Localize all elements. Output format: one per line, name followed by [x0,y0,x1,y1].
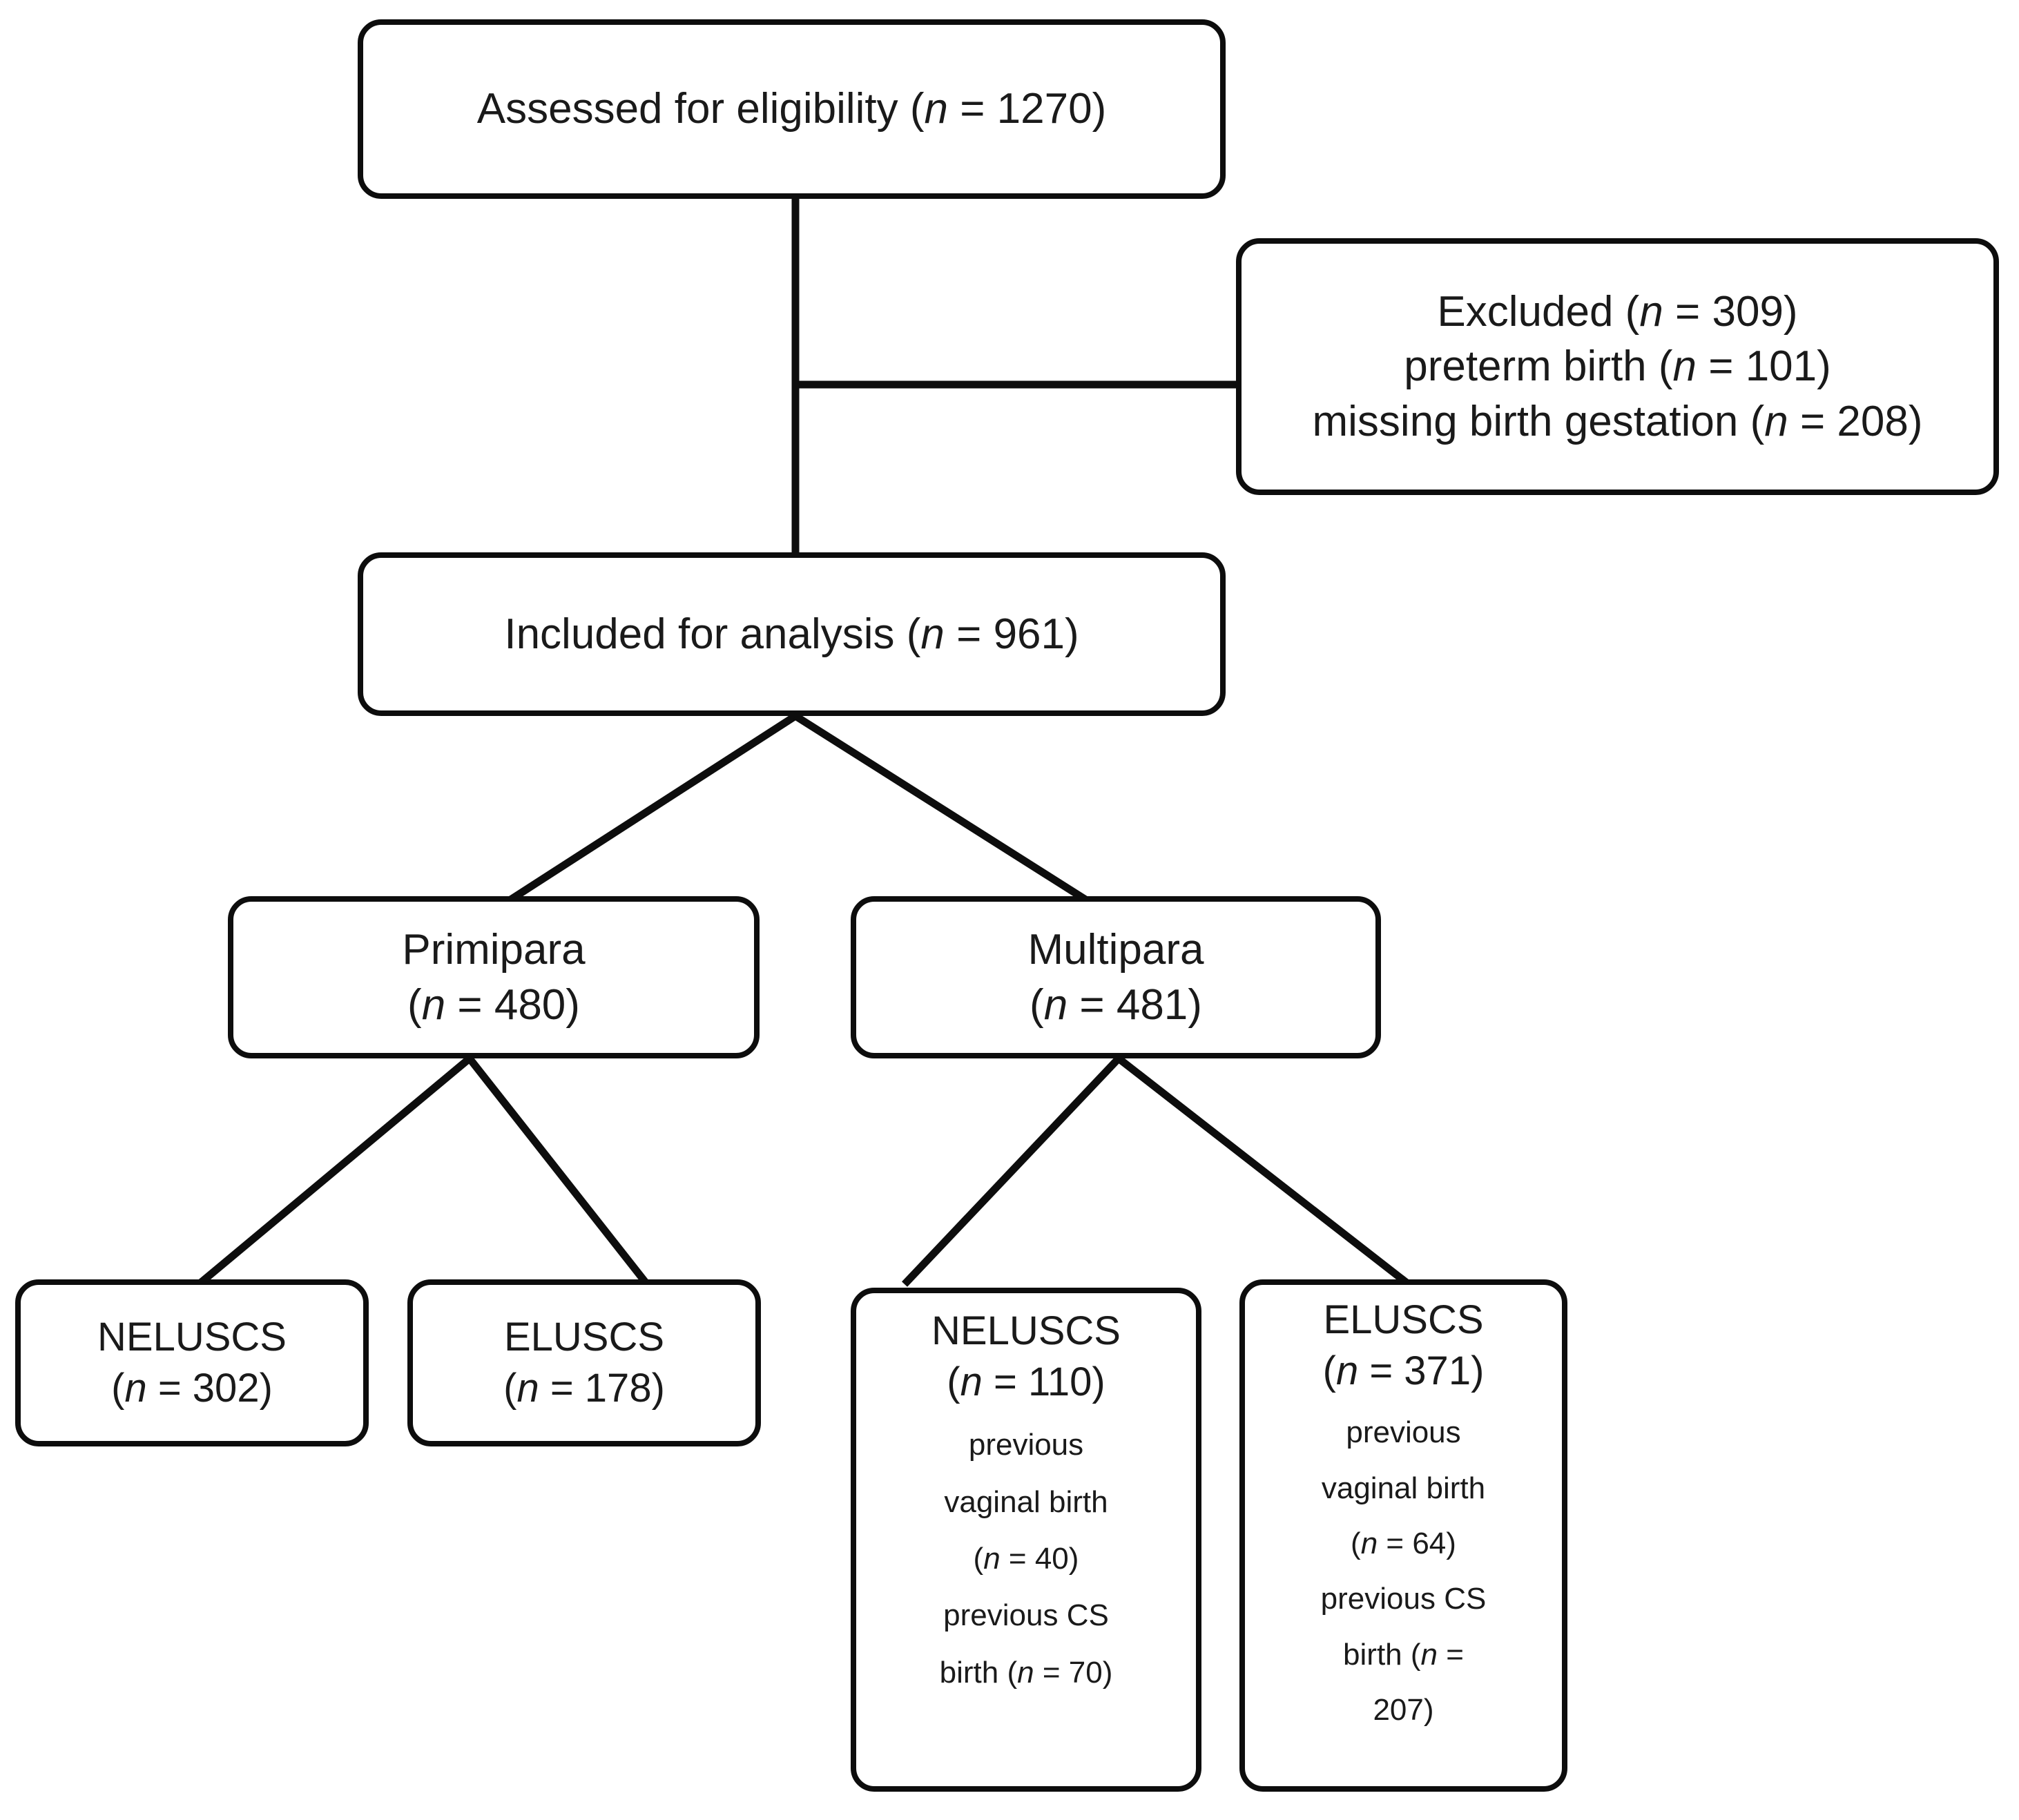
node-multipara-eluscs-line-3: vaginal birth [1321,1471,1486,1505]
node-primipara-eluscs-line-1: (n = 178) [503,1366,665,1411]
node-multipara-eluscs-line-6: birth (n = [1343,1637,1464,1672]
node-assessed-for-eligibility[interactable]: Assessed for eligibility (n = 1270) [358,19,1226,199]
connector-multipara-to-eluscs [1116,1055,1411,1288]
node-primipara-eluscs[interactable]: ELUSCS (n = 178) [407,1279,761,1446]
node-excluded[interactable]: Excluded (n = 309) preterm birth (n = 10… [1236,238,1999,495]
node-multipara-line-0: Multipara [1027,926,1204,974]
node-multipara-neluscs-line-0: NELUSCS [931,1308,1121,1353]
node-multipara-neluscs-line-1: (n = 110) [947,1359,1105,1405]
connector-included-to-primipara [500,713,798,909]
node-multipara-neluscs-line-4: (n = 40) [973,1542,1079,1576]
node-multipara-line-1: (n = 481) [1030,980,1202,1029]
node-included-for-analysis[interactable]: Included for analysis (n = 961) [358,552,1226,716]
node-primipara-line-1: (n = 480) [407,980,580,1029]
node-multipara-neluscs[interactable]: NELUSCS (n = 110) previous vaginal birth… [851,1288,1201,1792]
node-included-line-0: Included for analysis (n = 961) [504,610,1079,658]
node-multipara-eluscs-line-1: (n = 371) [1322,1348,1485,1394]
node-multipara-neluscs-line-6: birth (n = 70) [939,1655,1113,1690]
node-primipara-neluscs[interactable]: NELUSCS (n = 302) [15,1279,369,1446]
node-primipara-line-0: Primipara [402,926,586,974]
node-multipara-eluscs-line-2: previous [1346,1415,1461,1450]
node-multipara-neluscs-line-2: previous [968,1428,1084,1462]
node-multipara-neluscs-line-5: previous CS [943,1598,1109,1633]
node-multipara-eluscs-line-7: 207) [1373,1693,1434,1727]
node-excluded-line-2: missing birth gestation (n = 208) [1312,397,1923,445]
connector-multipara-to-neluscs [902,1056,1121,1287]
node-primipara-eluscs-line-0: ELUSCS [503,1314,665,1359]
node-excluded-line-1: preterm birth (n = 101) [1404,342,1831,391]
node-multipara[interactable]: Multipara (n = 481) [851,896,1381,1058]
node-assessed-line-0: Assessed for eligibility (n = 1270) [476,85,1107,133]
node-multipara-eluscs-line-5: previous CS [1320,1582,1487,1616]
node-multipara-neluscs-line-3: vaginal birth [944,1484,1108,1519]
node-primipara-neluscs-line-1: (n = 302) [111,1366,273,1411]
connector-primipara-to-eluscs [466,1056,668,1310]
node-primipara-neluscs-line-0: NELUSCS [97,1314,287,1359]
node-multipara-eluscs[interactable]: ELUSCS (n = 371) previous vaginal birth … [1239,1279,1567,1792]
connector-included-to-multipara [793,713,1097,909]
node-multipara-eluscs-line-4: (n = 64) [1351,1527,1456,1561]
node-excluded-line-0: Excluded (n = 309) [1437,287,1798,336]
node-primipara[interactable]: Primipara (n = 480) [228,896,760,1058]
node-multipara-eluscs-line-0: ELUSCS [1323,1297,1484,1342]
connector-primipara-to-neluscs [196,1055,472,1288]
